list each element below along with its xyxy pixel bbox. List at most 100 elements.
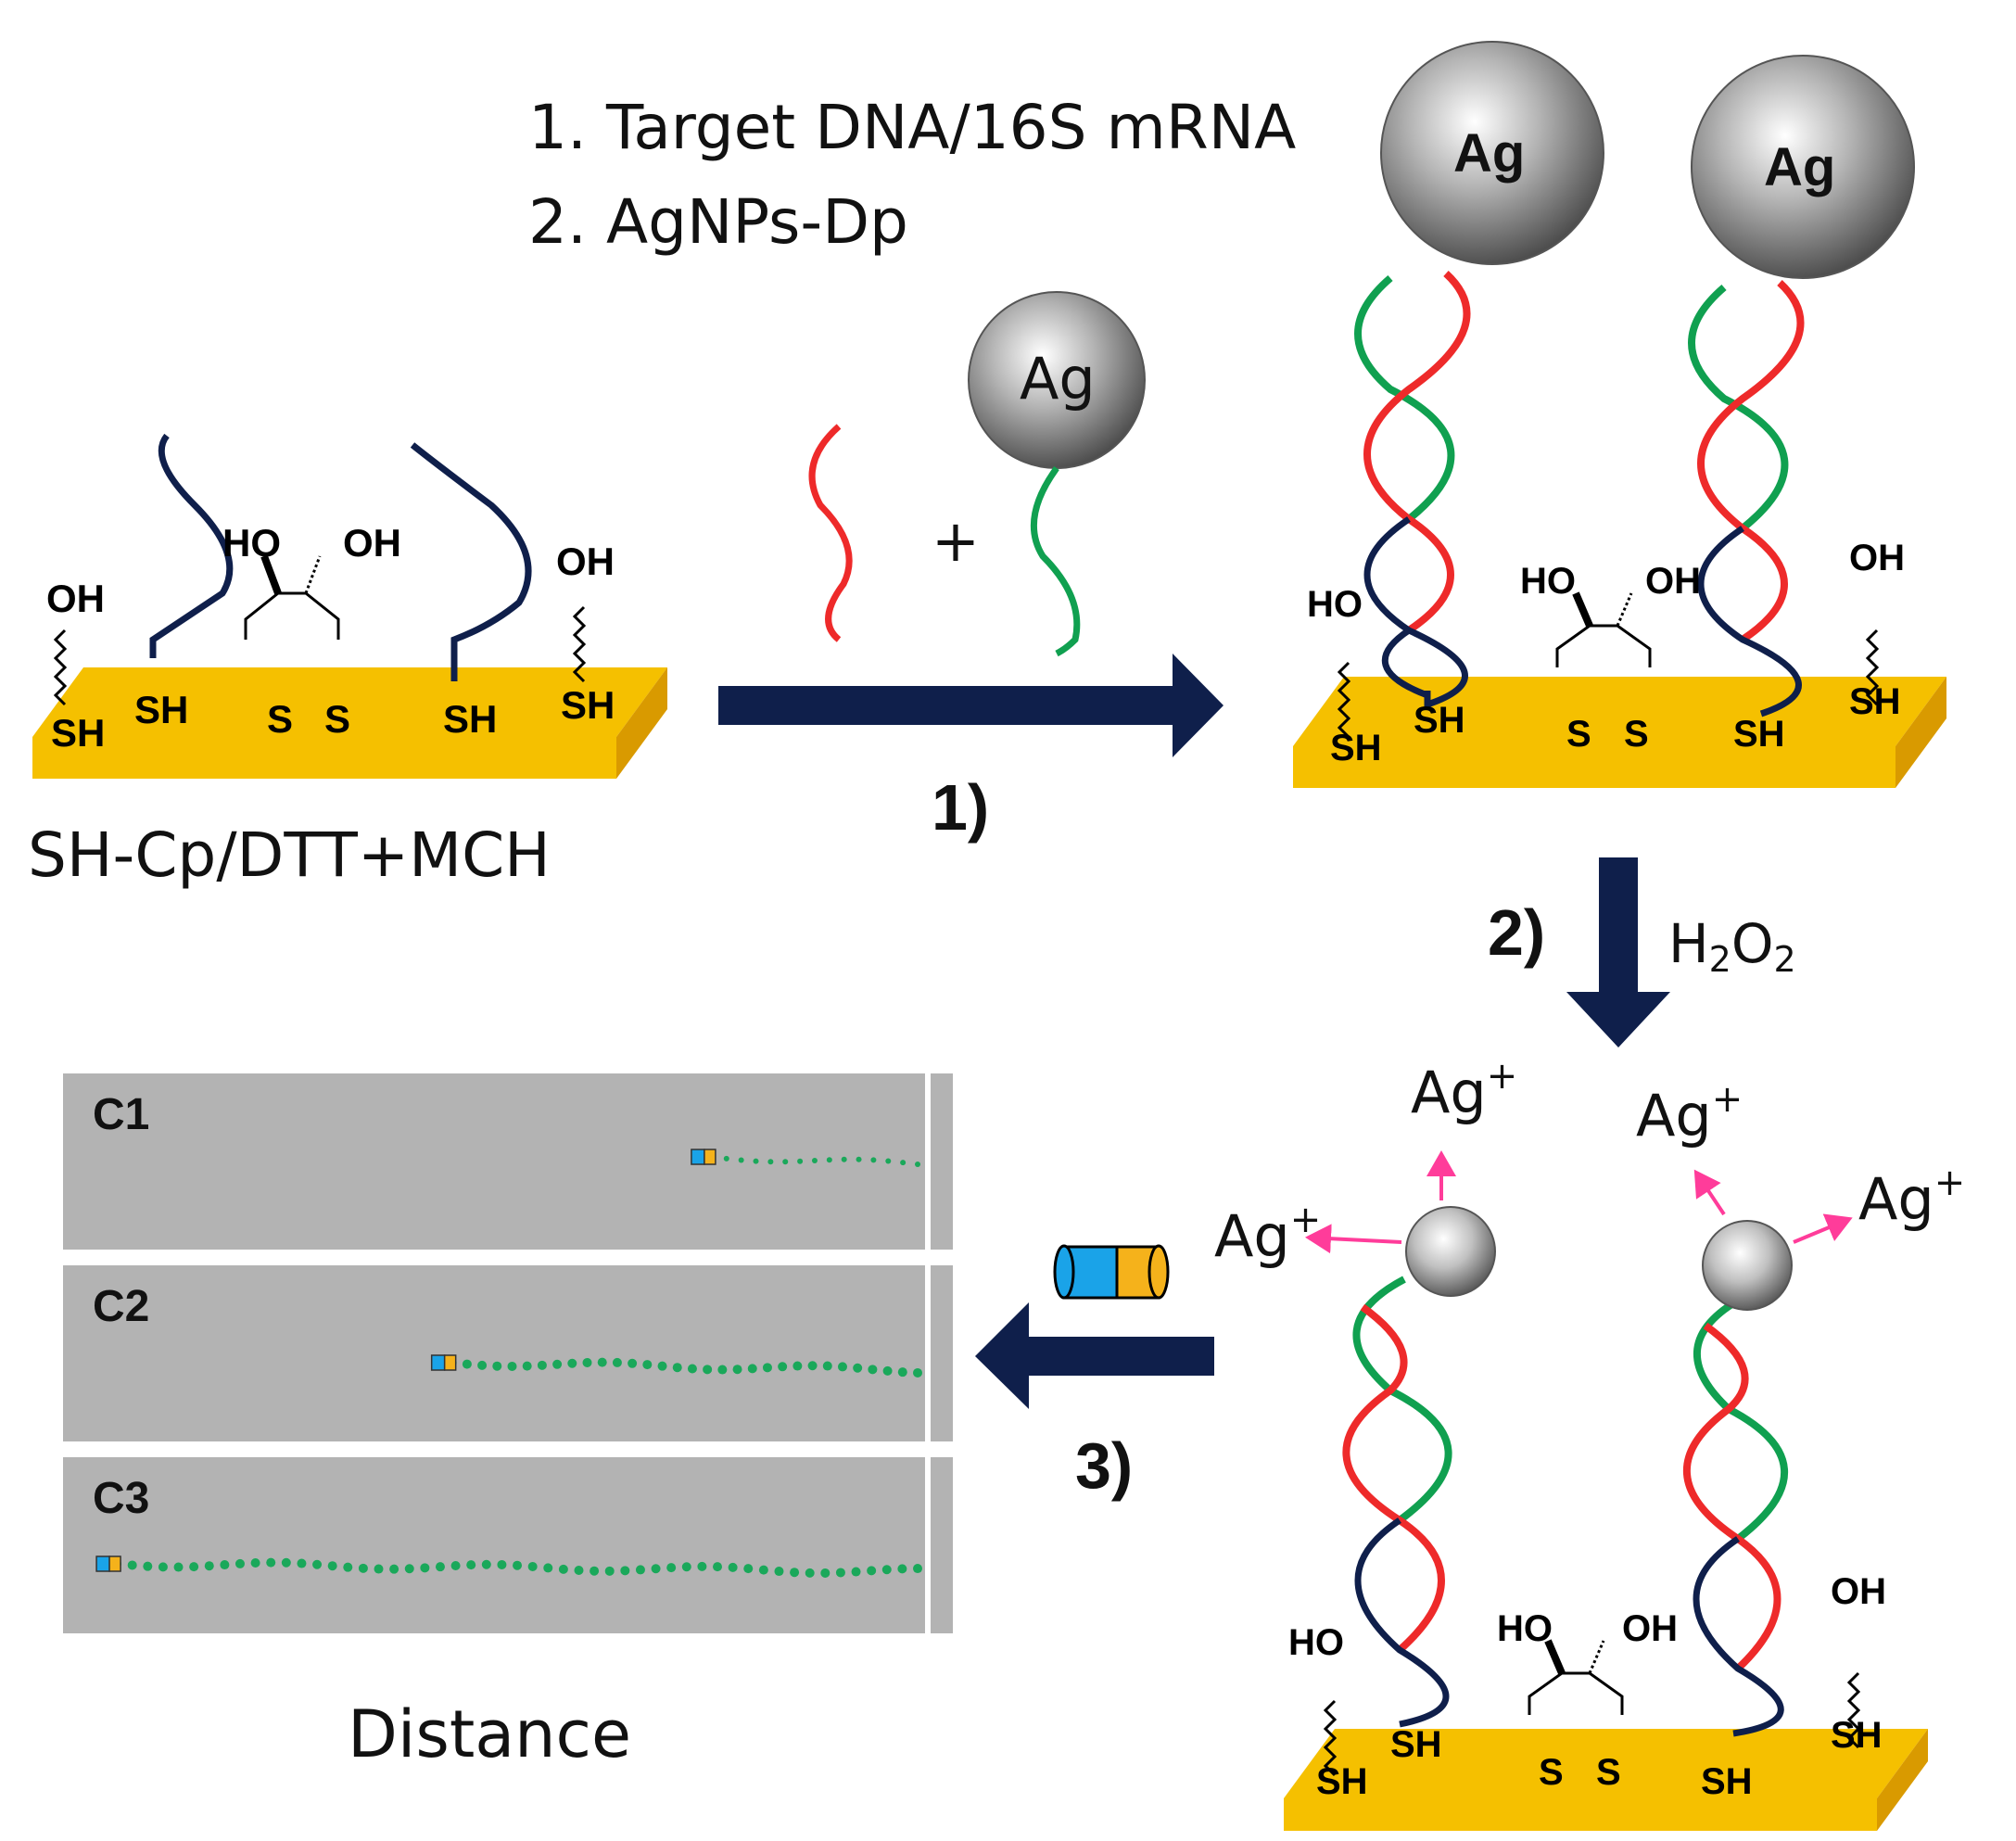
helix-strand-navy	[1693, 1536, 1784, 1737]
trail-dot	[732, 1365, 742, 1375]
trail-dot	[897, 1367, 907, 1378]
helix-strand-green	[1688, 284, 1789, 532]
trail-dot	[522, 1361, 532, 1371]
trail-dot	[856, 1156, 862, 1162]
trail-dot	[537, 1360, 547, 1370]
trail-dot	[915, 1162, 920, 1168]
capture-probe	[149, 433, 234, 658]
silver-ion-label: Ag+	[1636, 1078, 1743, 1149]
trail-dot	[250, 1558, 260, 1568]
trail-dot	[574, 1566, 584, 1576]
trail-dot	[543, 1563, 553, 1573]
trail-dot	[635, 1565, 645, 1575]
s-label: S	[1596, 1752, 1621, 1793]
sh-label: SH	[1330, 728, 1382, 768]
trail-dot	[189, 1562, 199, 1572]
trail-dot	[738, 1157, 744, 1163]
trail-dot	[870, 1157, 877, 1163]
s-label: S	[324, 697, 350, 741]
trail-dot	[835, 1568, 845, 1578]
trail-dot	[747, 1364, 757, 1374]
trail-dot	[266, 1557, 276, 1568]
trail-dot	[281, 1557, 291, 1568]
trail-dot	[797, 1158, 804, 1164]
oh-label: OH	[1622, 1608, 1678, 1649]
step-1-label: 1)	[932, 771, 989, 844]
trail-dot	[837, 1362, 847, 1372]
trail-dot	[774, 1567, 784, 1577]
tube-tag-blue	[430, 1354, 446, 1371]
trail-dot	[703, 1365, 713, 1375]
trail-dot	[297, 1558, 307, 1568]
trail-dot	[867, 1566, 877, 1576]
plus-sign: +	[932, 507, 980, 575]
trail-dot	[389, 1564, 399, 1574]
trail-dot	[620, 1566, 630, 1576]
trail-dot	[477, 1360, 488, 1370]
silver-nanoparticle-label: Ag	[1764, 137, 1835, 197]
trail-dot	[728, 1562, 738, 1572]
sh-label: SH	[561, 683, 615, 727]
helix-strand-red	[1363, 271, 1471, 634]
capture-probe	[410, 442, 532, 681]
trail-dot	[604, 1566, 615, 1576]
sh-label: SH	[1831, 1715, 1883, 1756]
trail-dot	[913, 1367, 922, 1378]
trail-dot	[173, 1562, 184, 1572]
helix-strand-green	[1354, 274, 1455, 523]
detection-tube-icon	[1053, 1244, 1170, 1300]
trail-dot	[628, 1358, 638, 1368]
oh-label: OH	[1831, 1571, 1886, 1612]
trail-dot	[507, 1361, 517, 1371]
electrode-panel-2: Ag Ag HO SH SH HO OH S S SH OH SH	[1293, 41, 1946, 788]
trail-dot	[687, 1364, 697, 1374]
trail-dot	[717, 1365, 728, 1375]
step-2-label: 2)	[1488, 896, 1545, 969]
silver-nanoparticle	[1691, 55, 1915, 279]
trail-dot	[666, 1563, 677, 1573]
oxidized-silver-nanoparticle	[1405, 1206, 1496, 1297]
ho-label: HO	[1307, 584, 1363, 625]
trail-dot	[885, 1158, 892, 1164]
silver-nanoparticle-label: Ag	[1020, 345, 1096, 413]
tube-tag-orange	[704, 1149, 716, 1165]
s-label: S	[267, 697, 293, 741]
oh-label: OH	[556, 540, 615, 583]
ho-label: HO	[1497, 1608, 1553, 1649]
ho-label: HO	[222, 521, 281, 565]
trail-dot	[612, 1357, 622, 1367]
trail-dot	[882, 1365, 893, 1376]
trail-dot	[697, 1561, 707, 1571]
trail-dot	[881, 1565, 892, 1575]
helix-strand-navy	[1354, 1517, 1450, 1728]
trail-dot	[312, 1559, 323, 1569]
gold-electrode-top	[32, 667, 667, 737]
trail-dot	[552, 1359, 563, 1369]
trail-dot	[657, 1361, 667, 1371]
trail-dot	[204, 1561, 214, 1571]
trail-dot	[792, 1361, 803, 1371]
trail-dot	[681, 1562, 691, 1572]
electrode-label: SH-Cp/DTT+MCH	[28, 819, 551, 891]
trail-dot	[743, 1564, 754, 1574]
sh-label: SH	[1316, 1761, 1368, 1802]
trail-dot	[805, 1568, 815, 1578]
sh-label: SH	[1390, 1724, 1442, 1765]
oh-label: OH	[1849, 538, 1905, 578]
s-label: S	[1566, 714, 1591, 755]
trail-dot	[404, 1564, 414, 1574]
step-1-arrow	[718, 654, 1224, 757]
silver-ion-label: Ag+	[1858, 1162, 1965, 1233]
trail-dot	[466, 1560, 476, 1570]
s-label: S	[1624, 714, 1649, 755]
lane-end-marker	[925, 1073, 931, 1250]
trail-dot	[642, 1360, 653, 1370]
lane-label: C1	[93, 1090, 149, 1139]
sh-label: SH	[1849, 681, 1901, 722]
detection-probe	[1030, 465, 1081, 657]
distance-axis-label: Distance	[348, 1696, 631, 1772]
trail-dot	[235, 1558, 245, 1568]
helix-strand-navy	[1363, 516, 1468, 709]
